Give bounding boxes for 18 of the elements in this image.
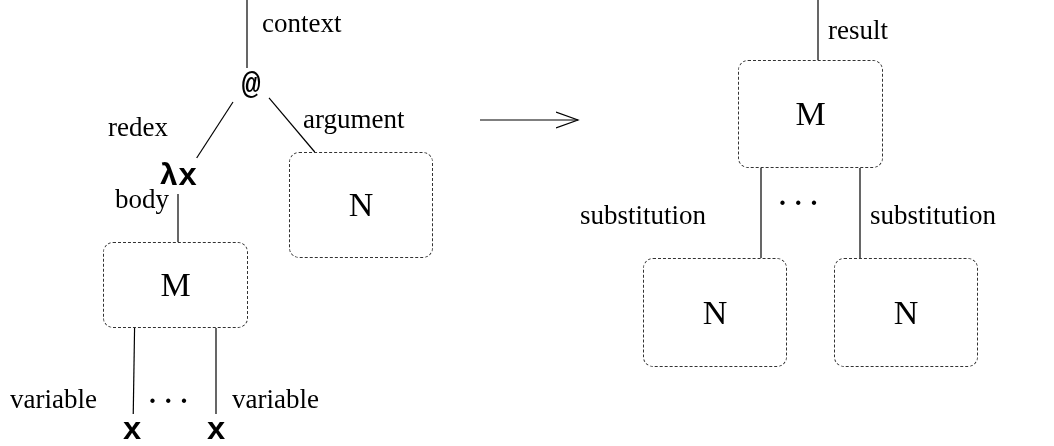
term-box: M [103,242,248,328]
tree-line [177,193,179,243]
tree-line [196,101,234,159]
tree-line [246,0,248,69]
tree-line [132,327,136,415]
term-symbol: x [117,414,147,446]
term-box: N [643,258,787,367]
term-symbol: x [201,414,231,446]
tree-line [817,0,819,61]
edge-label: body [115,184,169,214]
tree-line [215,327,217,415]
tree-line [760,167,762,259]
tree-line [859,167,861,259]
term-box: N [289,152,433,258]
term-box: N [834,258,978,367]
term-box: M [738,60,883,168]
term-symbol: @ [233,68,269,102]
tree-line [268,97,316,153]
